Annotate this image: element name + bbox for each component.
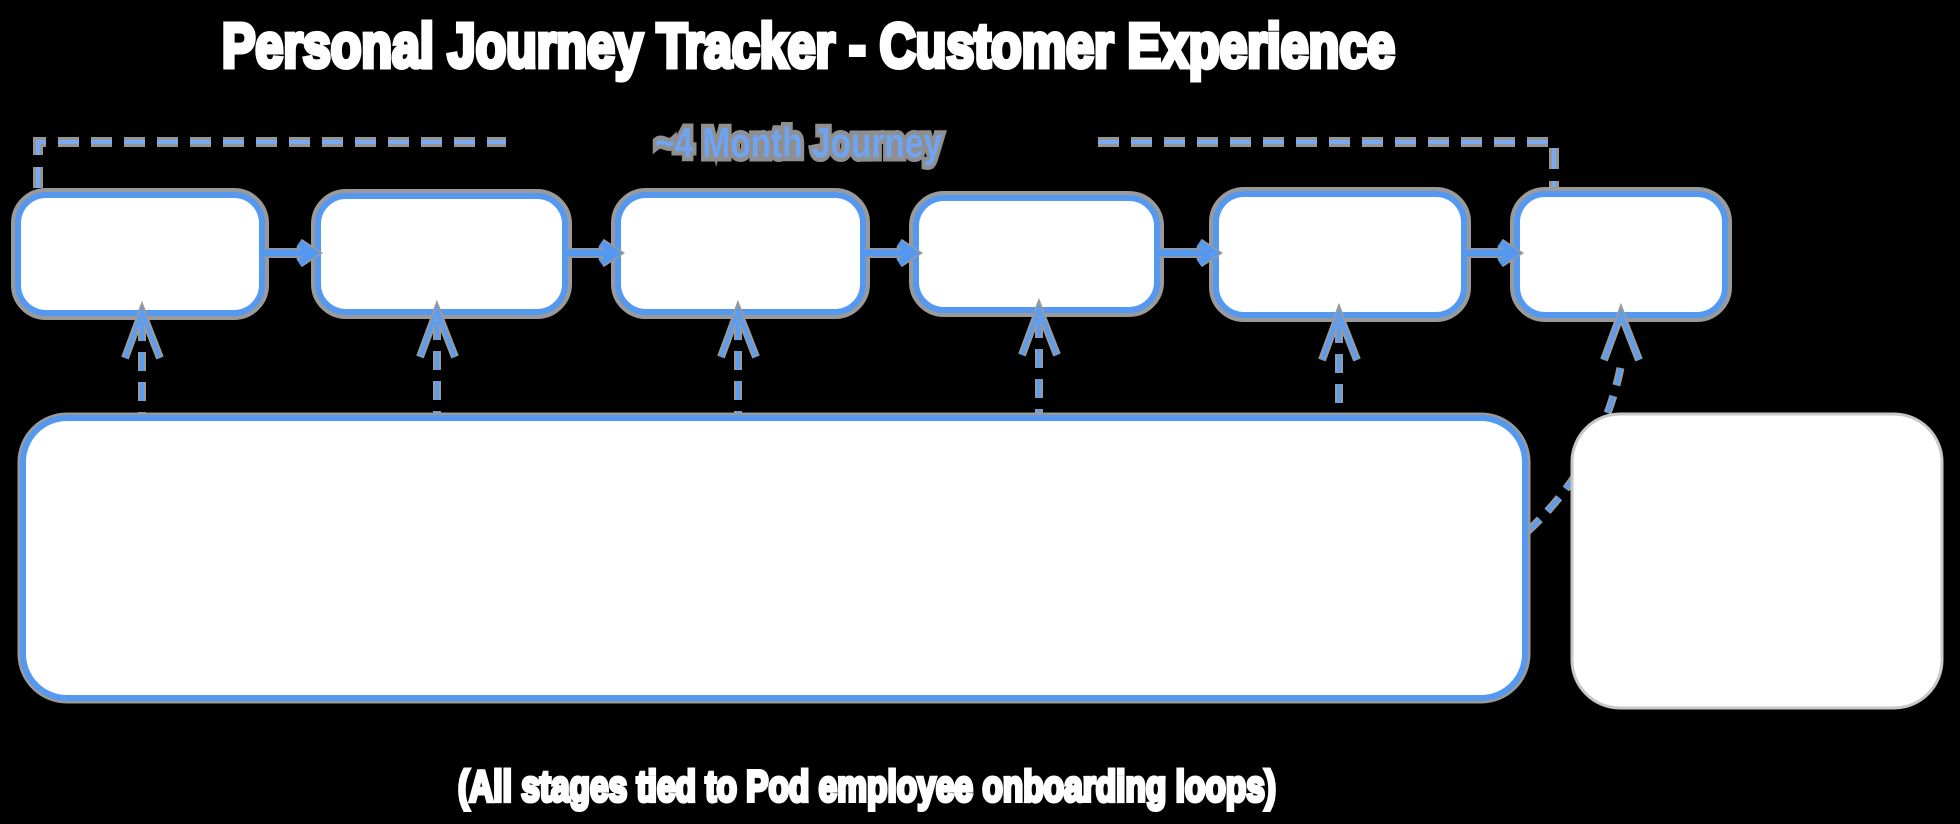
svg-text:~4 Month Journey: ~4 Month Journey [655,119,942,166]
svg-text:(All stages tied to Pod employ: (All stages tied to Pod employee onboard… [458,762,1276,811]
svg-text:Personal Journey Tracker - Cus: Personal Journey Tracker - Customer Expe… [222,12,1395,81]
